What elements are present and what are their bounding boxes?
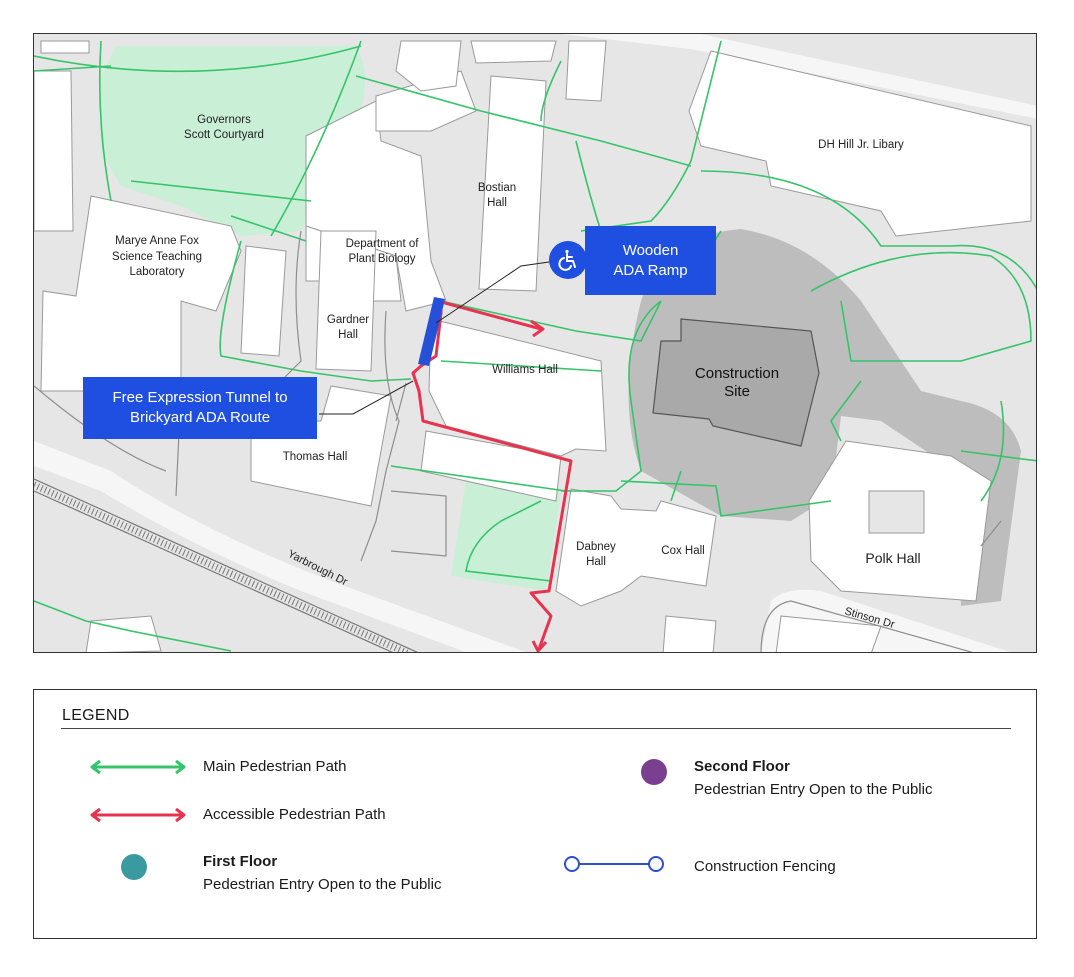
label-bostian-2: Hall <box>487 197 507 209</box>
map-canvas: Governors Scott Courtyard Marye Anne Fox… <box>34 34 1036 652</box>
building-nw-1 <box>40 40 90 54</box>
legend-second-floor: Second Floor Pedestrian Entry Open to th… <box>694 755 932 801</box>
building-s-small <box>662 615 717 652</box>
callout-leaders <box>319 260 557 415</box>
label-governors-2: Scott Courtyard <box>184 129 264 141</box>
label-fox-3: Laboratory <box>130 266 185 278</box>
polk-courtyard <box>868 490 925 534</box>
label-gardner-1: Gardner <box>327 314 369 326</box>
building-labels: Governors Scott Courtyard Marye Anne Fox… <box>112 114 921 568</box>
tunnel-callout-line-1: Free Expression Tunnel to <box>112 389 288 406</box>
ramp-callout-line-1: Wooden <box>622 241 679 259</box>
governors-courtyard-green <box>99 46 365 236</box>
building-dabney-cox <box>555 488 717 607</box>
building-gardner <box>315 230 377 372</box>
legend-first-floor: First Floor Pedestrian Entry Open to the… <box>203 850 441 896</box>
railroad <box>34 478 419 652</box>
wooden-ramp <box>418 297 445 366</box>
wheelchair-icon <box>549 241 587 279</box>
label-governors-1: Governors <box>197 114 251 126</box>
label-polk: Polk Hall <box>865 550 920 566</box>
ramp-callout-line-2: ADA Ramp <box>613 261 688 279</box>
legend-second-floor-title: Second Floor <box>694 758 790 775</box>
building-nw-2 <box>34 70 74 232</box>
construction-label: Construction Site <box>695 365 779 400</box>
label-fox-1: Marye Anne Fox <box>115 235 199 247</box>
label-plant-bio-1: Department of <box>346 238 420 250</box>
label-thomas: Thomas Hall <box>283 451 348 463</box>
building-north-2 <box>395 40 462 92</box>
building-dh-hill <box>688 50 1032 237</box>
label-fox-2: Science Teaching <box>112 251 202 263</box>
label-dabney-1: Dabney <box>576 541 616 553</box>
building-se-small <box>775 615 882 652</box>
label-cox: Cox Hall <box>661 545 704 557</box>
second-floor-dot-icon <box>641 759 667 785</box>
legend-first-floor-title: First Floor <box>203 853 278 870</box>
label-construction-2: Site <box>724 383 750 400</box>
label-construction-1: Construction <box>695 365 779 382</box>
label-plant-bio-2: Plant Biology <box>348 253 415 265</box>
legend-second-floor-desc: Pedestrian Entry Open to the Public <box>694 781 933 798</box>
legend: LEGEND Main Pedestrian Path Accessible P… <box>33 689 1037 939</box>
legend-main-path: Main Pedestrian Path <box>203 758 347 775</box>
south-green <box>451 481 561 591</box>
buildings <box>34 40 1032 652</box>
label-williams: Williams Hall <box>492 364 558 376</box>
legend-fencing: Construction Fencing <box>694 858 836 875</box>
first-floor-dot-icon <box>121 854 147 880</box>
label-bostian-1: Bostian <box>478 182 516 194</box>
building-north-3 <box>470 40 557 64</box>
building-fox <box>40 195 242 392</box>
wheelchair-glyph <box>558 249 576 271</box>
construction-site-building <box>652 318 820 447</box>
accessible-path-arrow-icon <box>90 808 186 822</box>
yarbrough-road <box>34 441 526 652</box>
label-dabney-2: Hall <box>586 556 606 568</box>
main-pedestrian-paths <box>34 40 1036 652</box>
legend-first-floor-desc: Pedestrian Entry Open to the Public <box>203 876 442 893</box>
main-path-arrow-icon <box>90 760 186 774</box>
construction-fencing-icon <box>564 856 664 872</box>
campus-map: Governors Scott Courtyard Marye Anne Fox… <box>33 33 1037 653</box>
legend-title: LEGEND <box>62 707 130 724</box>
label-dh-hill: DH Hill Jr. Libary <box>818 139 904 151</box>
building-bostian <box>478 75 547 292</box>
building-williams <box>428 318 607 457</box>
building-north-4 <box>565 40 607 102</box>
building-west-small <box>240 245 287 357</box>
label-gardner-2: Hall <box>338 329 358 341</box>
tunnel-callout-line-2: Brickyard ADA Route <box>129 409 271 426</box>
legend-accessible-path: Accessible Pedestrian Path <box>203 806 386 823</box>
tunnel-callout: Free Expression Tunnel to Brickyard ADA … <box>83 377 317 439</box>
legend-divider <box>61 728 1011 729</box>
ramp-callout: Wooden ADA Ramp <box>585 226 716 295</box>
